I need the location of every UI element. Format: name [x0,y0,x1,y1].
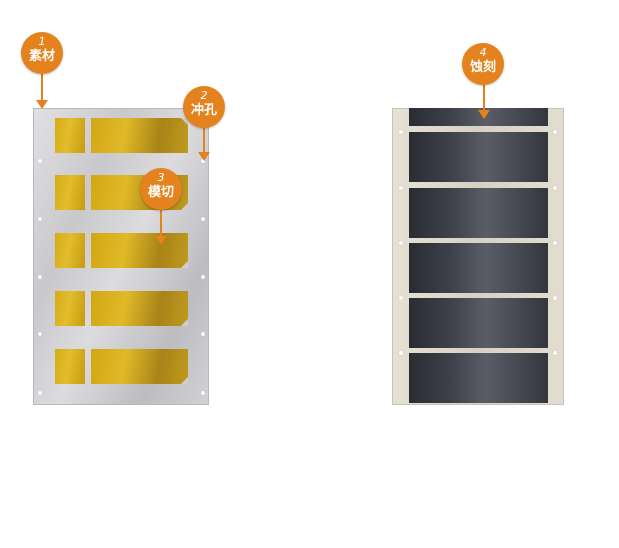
callout-number: 3 [157,171,165,184]
arrow-down-icon [155,208,167,245]
punch-hole [553,296,557,300]
punch-hole [399,241,403,245]
arrow-down-icon [36,72,48,109]
callout-label: 冲孔 [190,103,217,118]
punch-hole [38,159,42,163]
punch-hole [399,296,403,300]
etched-panel [409,243,548,293]
punch-hole [38,332,42,336]
etched-sheet [392,108,564,405]
callout-number: 4 [479,46,487,59]
punch-hole [553,351,557,355]
arrow-down-icon [478,82,490,119]
callout-material: 1 素材 [21,32,63,74]
small-gold-pad [55,118,85,153]
punch-hole [553,186,557,190]
etched-panel [409,108,548,126]
small-gold-pad [55,175,85,210]
small-gold-pad [55,291,85,326]
punch-hole [38,217,42,221]
punch-hole [201,217,205,221]
large-gold-pad [91,291,188,326]
callout-label: 蚀刻 [469,60,496,75]
small-gold-pad [55,349,85,384]
etched-panel [409,188,548,238]
punch-hole [38,275,42,279]
callout-etching: 4 蚀刻 [462,43,504,85]
arrow-down-icon [198,124,210,161]
callout-die-cutting: 3 模切 [140,168,182,210]
callout-label: 素材 [28,49,55,64]
punch-hole [399,130,403,134]
large-gold-pad [91,349,188,384]
large-gold-pad [91,118,188,153]
callout-number: 1 [38,35,46,48]
punch-hole [553,241,557,245]
etched-panel [409,353,548,403]
callout-label: 模切 [147,185,174,200]
etched-panel [409,132,548,182]
large-gold-pad [91,233,188,268]
punch-hole [201,332,205,336]
etched-panel [409,298,548,348]
punch-hole [38,391,42,395]
punch-hole [201,275,205,279]
punch-hole [399,186,403,190]
small-gold-pad [55,233,85,268]
punch-hole [201,391,205,395]
punch-hole [399,351,403,355]
callout-punching: 2 冲孔 [183,86,225,128]
punch-hole [553,130,557,134]
callout-number: 2 [200,89,208,102]
material-sheet [33,108,209,405]
punch-hole [201,159,205,163]
